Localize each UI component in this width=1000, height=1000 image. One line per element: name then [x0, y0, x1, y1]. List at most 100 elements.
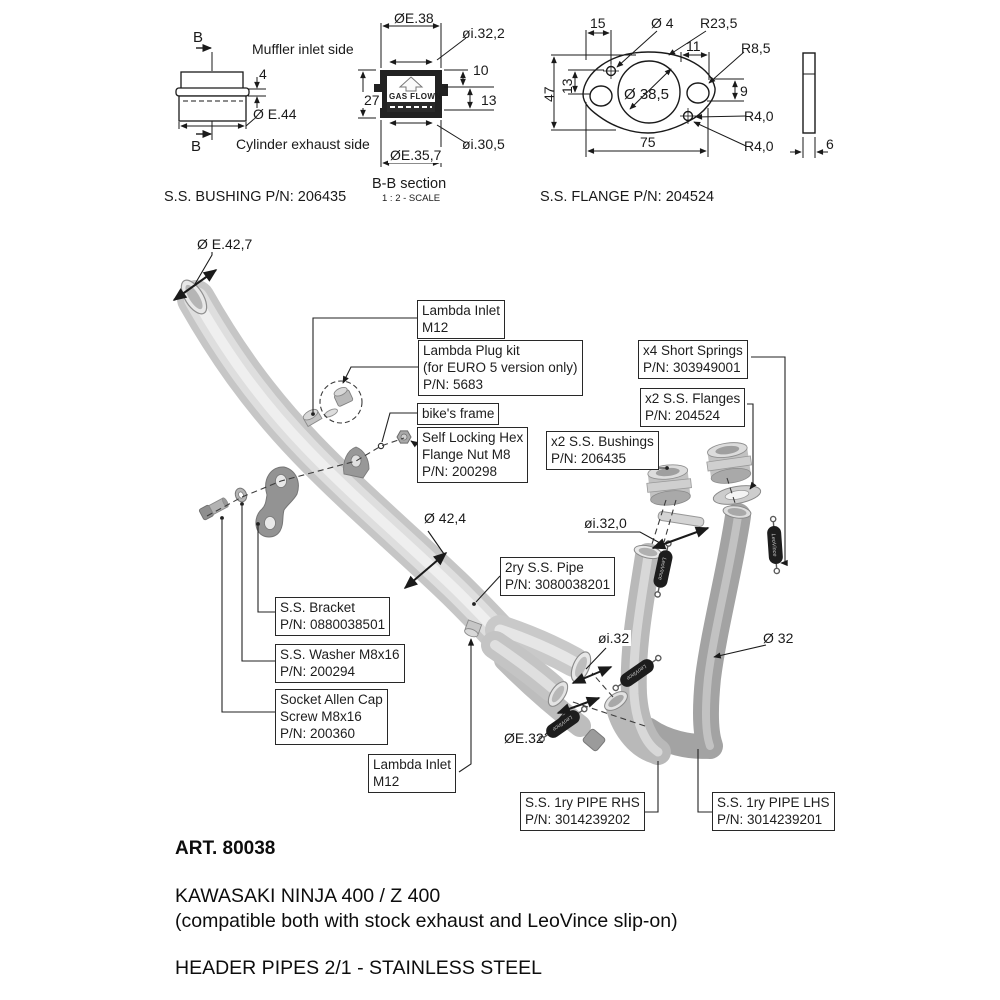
flange-dim-13: 13 [559, 78, 575, 94]
collector-outlet-sleeve [582, 728, 606, 752]
bushing-dim-thickness: 4 [259, 66, 267, 82]
primary-pipe-lhs [635, 503, 751, 759]
dim-bushing-bore: øi.32,0 [584, 515, 627, 531]
label-1ry-pipe-lhs: S.S. 1ry PIPE LHS P/N: 3014239201 [712, 792, 835, 831]
bb-dim-bottom-outer: ØE.35,7 [388, 147, 444, 163]
dim-collector-outlet: ØE.32 [504, 730, 544, 746]
label-line: P/N: 204524 [645, 408, 721, 423]
flange-dim-11: 11 [686, 38, 701, 54]
bushing-dim-outer: Ø E.44 [253, 106, 297, 122]
primary-pipe-rhs [605, 543, 671, 765]
bushing-right [706, 442, 753, 484]
label-line: x4 Short Springs [643, 343, 743, 358]
label-line: P/N: 303949001 [643, 360, 741, 375]
label-line: P/N: 3080038201 [505, 577, 611, 592]
gas-flown-label: GAS FLOWN [389, 92, 442, 101]
label-line: M12 [373, 774, 400, 789]
section-marker-b-top: B [193, 29, 204, 46]
lambda-boss-bottom [464, 619, 483, 638]
label-line: P/N: 3014239201 [717, 812, 823, 827]
label-line: Screw M8x16 [280, 709, 362, 724]
bb-dim-bottom-inner: øi.30,5 [462, 136, 505, 152]
primary-pipe-rhs-end-opening [604, 691, 628, 711]
flange-dim-r40-upper: R4,0 [744, 108, 774, 124]
product-name: HEADER PIPES 2/1 - STAINLESS STEEL [175, 957, 543, 979]
flange-dim-15: 15 [590, 15, 606, 31]
bb-dim-height: 27 [362, 92, 382, 108]
bushing-caption: S.S. BUSHING P/N: 206435 [164, 189, 347, 205]
main-secondary-pipe [177, 280, 535, 671]
label-line: Lambda Inlet [373, 757, 452, 772]
label-line: P/N: 200298 [422, 464, 498, 479]
label-line: P/N: 200294 [280, 664, 356, 679]
bb-dim-upper: 10 [473, 62, 489, 78]
flange-ring [712, 485, 762, 505]
allen-screw-part [198, 497, 229, 521]
diameter-annotations [172, 252, 767, 736]
label-lambda-plug-kit: Lambda Plug kit (for EURO 5 version only… [418, 340, 583, 396]
label-allen-screw: Socket Allen Cap Screw M8x16 P/N: 200360 [275, 689, 388, 745]
label-lambda-inlet-top: Lambda Inlet M12 [417, 300, 506, 339]
bb-section-view [358, 23, 494, 167]
bushing-side-view [175, 44, 266, 140]
article-number: ART. 80038 [175, 838, 276, 859]
label-line: bike's frame [422, 406, 495, 421]
flange-caption: S.S. FLANGE P/N: 204524 [540, 189, 715, 205]
label-short-springs: x4 Short Springs P/N: 303949001 [638, 340, 748, 379]
spring: LeoVince [767, 515, 783, 575]
label-line: P/N: 3014239202 [525, 812, 631, 827]
label-line: Lambda Plug kit [423, 343, 520, 358]
label-flange-nut: Self Locking Hex Flange Nut M8 P/N: 2002… [417, 427, 529, 483]
spring-brand-text: LeoVince [656, 557, 667, 581]
label-bikes-frame: bike's frame [417, 403, 500, 425]
primary-pipe-lhs-top-opening [722, 505, 752, 519]
dim-pipe-end: Ø E.42,7 [197, 236, 253, 252]
label-line: (for EURO 5 version only) [423, 360, 578, 375]
collector [481, 615, 591, 737]
label-line: x2 S.S. Bushings [551, 434, 654, 449]
bb-section-caption: B-B section [372, 176, 447, 192]
label-ss-bushings: x2 S.S. Bushings P/N: 206435 [546, 431, 659, 470]
lambda-boss-top [302, 408, 323, 428]
label-line: S.S. Bracket [280, 600, 356, 615]
label-line: S.S. 1ry PIPE RHS [525, 795, 640, 810]
flange-dim-r40-lower: R4,0 [744, 138, 774, 154]
flange-dim-bore: Ø 38,5 [624, 86, 670, 103]
dim-collector-inlet: øi.32 [596, 630, 632, 646]
model-name: KAWASAKI NINJA 400 / Z 400 [175, 885, 441, 907]
hex-nut-part [396, 430, 412, 444]
bikes-frame-hole [377, 442, 385, 450]
flange-dim-9: 9 [740, 83, 748, 99]
dim-pipe-outer: Ø 32 [763, 630, 794, 646]
flange-dim-thickness: 6 [826, 136, 834, 152]
flange-dim-hole: Ø 4 [651, 15, 674, 31]
bb-dim-lower: 13 [481, 92, 497, 108]
lambda-plug-part [333, 386, 354, 407]
flange-dim-75: 75 [640, 134, 656, 150]
flange-dim-47: 47 [541, 86, 557, 102]
bb-dim-top-inner: øi.32,2 [462, 25, 505, 41]
bb-dim-top-outer: ØE.38 [394, 10, 434, 26]
label-line: P/N: 200360 [280, 726, 356, 741]
label-ss-washer: S.S. Washer M8x16 P/N: 200294 [275, 644, 405, 683]
label-line: S.S. Washer M8x16 [280, 647, 400, 662]
label-ss-bracket: S.S. Bracket P/N: 0880038501 [275, 597, 391, 636]
flange-front-view [551, 30, 747, 157]
flange-dim-r85: R8,5 [741, 40, 771, 56]
section-marker-b-bottom: B [191, 138, 202, 155]
cylinder-exhaust-side-label: Cylinder exhaust side [236, 136, 370, 152]
label-line: P/N: 5683 [423, 377, 484, 392]
label-lambda-inlet-bottom: Lambda Inlet M12 [368, 754, 457, 793]
label-ss-flanges: x2 S.S. Flanges P/N: 204524 [640, 388, 746, 427]
label-line: S.S. 1ry PIPE LHS [717, 795, 830, 810]
label-1ry-pipe-rhs: S.S. 1ry PIPE RHS P/N: 3014239202 [520, 792, 645, 831]
flange-dim-r235: R23,5 [700, 15, 738, 31]
label-line: P/N: 206435 [551, 451, 627, 466]
muffler-inlet-side-label: Muffler inlet side [252, 41, 354, 57]
label-line: Self Locking Hex [422, 430, 524, 445]
welded-tab [343, 446, 370, 479]
flange-edge-on [657, 511, 705, 527]
label-line: P/N: 0880038501 [280, 617, 386, 632]
label-2ry-pipe: 2ry S.S. Pipe P/N: 3080038201 [500, 557, 616, 596]
